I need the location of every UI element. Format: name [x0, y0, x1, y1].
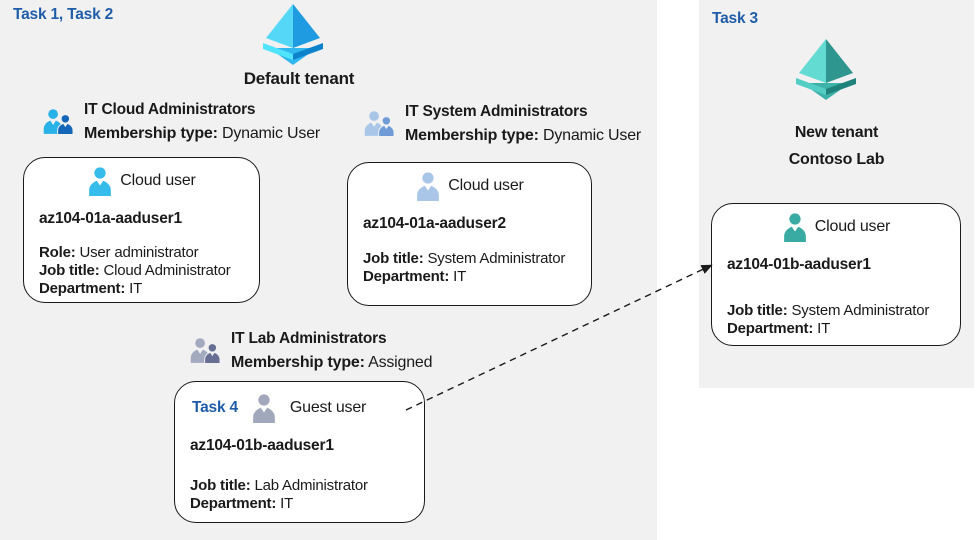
- attribute-label: Department:: [39, 280, 126, 297]
- membership-label: Membership type:: [84, 125, 218, 142]
- task-1-2-label: Task 1, Task 2: [13, 6, 114, 23]
- cloud-user-icon: [417, 171, 440, 201]
- attribute-label: Role:: [39, 244, 76, 261]
- username: az104-01b-aaduser1: [727, 256, 871, 273]
- user-card-guest-user: Task 4 Guest user az104-01b-aaduser1 Job…: [174, 381, 425, 523]
- attribute-line: Department: IT: [190, 495, 409, 513]
- attribute-label: Job title:: [363, 250, 424, 267]
- user-attributes: Role: User administrator Job title: Clou…: [39, 244, 244, 298]
- attribute-label: Job title:: [39, 262, 100, 279]
- attribute-line: Department: IT: [727, 320, 945, 338]
- task-4-label: Task 4: [192, 399, 238, 416]
- new-tenant-title-line2: Contoso Lab: [788, 151, 885, 168]
- attribute-value: User administrator: [79, 244, 199, 261]
- attribute-value: IT: [280, 495, 294, 512]
- group-people-icon: [364, 111, 395, 137]
- attribute-value: Lab Administrator: [254, 477, 368, 494]
- default-tenant-title: Default tenant: [243, 69, 355, 88]
- user-attributes: Job title: Lab Administrator Department:…: [190, 477, 409, 513]
- group-membership: Membership type: Dynamic User: [84, 124, 320, 143]
- username: az104-01a-aaduser1: [39, 210, 182, 227]
- membership-value: Dynamic User: [221, 125, 321, 142]
- cloud-user-icon: [89, 166, 112, 196]
- attribute-line: Job title: System Administrator: [363, 250, 576, 268]
- group-it-lab-administrators: IT Lab Administrators Membership type: A…: [189, 329, 433, 372]
- group-people-icon: [43, 109, 74, 135]
- membership-value: Dynamic User: [542, 127, 642, 144]
- attribute-line: Role: User administrator: [39, 244, 244, 262]
- group-people-icon: [190, 338, 221, 364]
- group-it-system-administrators: IT System Administrators Membership type…: [363, 102, 641, 145]
- user-attributes: Job title: System Administrator Departme…: [363, 250, 576, 286]
- user-type-label: Cloud user: [448, 177, 524, 194]
- membership-label: Membership type:: [405, 127, 539, 144]
- attribute-value: System Administrator: [427, 250, 566, 267]
- default-tenant-azure-ad-icon: [263, 4, 323, 65]
- group-name: IT Cloud Administrators: [84, 101, 256, 118]
- attribute-line: Job title: Lab Administrator: [190, 477, 409, 495]
- guest-user-icon: [253, 393, 275, 423]
- attribute-label: Department:: [363, 268, 450, 285]
- user-card-cloud-user-2: Cloud user az104-01a-aaduser2 Job title:…: [347, 162, 592, 306]
- attribute-line: Job title: System Administrator: [727, 302, 945, 320]
- attribute-value: Cloud Administrator: [103, 262, 231, 279]
- group-membership: Membership type: Dynamic User: [405, 126, 641, 145]
- user-type-label: Guest user: [289, 399, 367, 416]
- user-type-label: Cloud user: [814, 218, 891, 235]
- task-3-label: Task 3: [712, 10, 758, 27]
- group-it-cloud-administrators: IT Cloud Administrators Membership type:…: [42, 100, 320, 143]
- username: az104-01b-aaduser1: [190, 437, 334, 454]
- user-card-new-tenant-cloud-user: Cloud user az104-01b-aaduser1 Job title:…: [711, 203, 961, 346]
- new-tenant-azure-ad-icon: [796, 39, 856, 100]
- attribute-value: IT: [817, 320, 831, 337]
- attribute-label: Job title:: [190, 477, 251, 494]
- attribute-line: Job title: Cloud Administrator: [39, 262, 244, 280]
- attribute-value: IT: [453, 268, 467, 285]
- membership-value: Assigned: [368, 354, 433, 371]
- attribute-line: Department: IT: [363, 268, 576, 286]
- attribute-value: IT: [129, 280, 143, 297]
- group-membership: Membership type: Assigned: [231, 353, 433, 372]
- attribute-line: Department: IT: [39, 280, 244, 298]
- new-tenant-title-line1: New tenant: [794, 124, 879, 141]
- membership-label: Membership type:: [231, 354, 365, 371]
- attribute-label: Department:: [727, 320, 814, 337]
- username: az104-01a-aaduser2: [363, 215, 506, 232]
- user-card-cloud-user-1: Cloud user az104-01a-aaduser1 Role: User…: [23, 157, 260, 303]
- group-name: IT System Administrators: [405, 103, 588, 120]
- group-name: IT Lab Administrators: [231, 330, 387, 347]
- attribute-label: Department:: [190, 495, 277, 512]
- attribute-label: Job title:: [727, 302, 788, 319]
- user-type-label: Cloud user: [120, 172, 196, 189]
- attribute-value: System Administrator: [791, 302, 930, 319]
- user-attributes: Job title: System Administrator Departme…: [727, 302, 945, 338]
- cloud-user-icon: [783, 212, 806, 242]
